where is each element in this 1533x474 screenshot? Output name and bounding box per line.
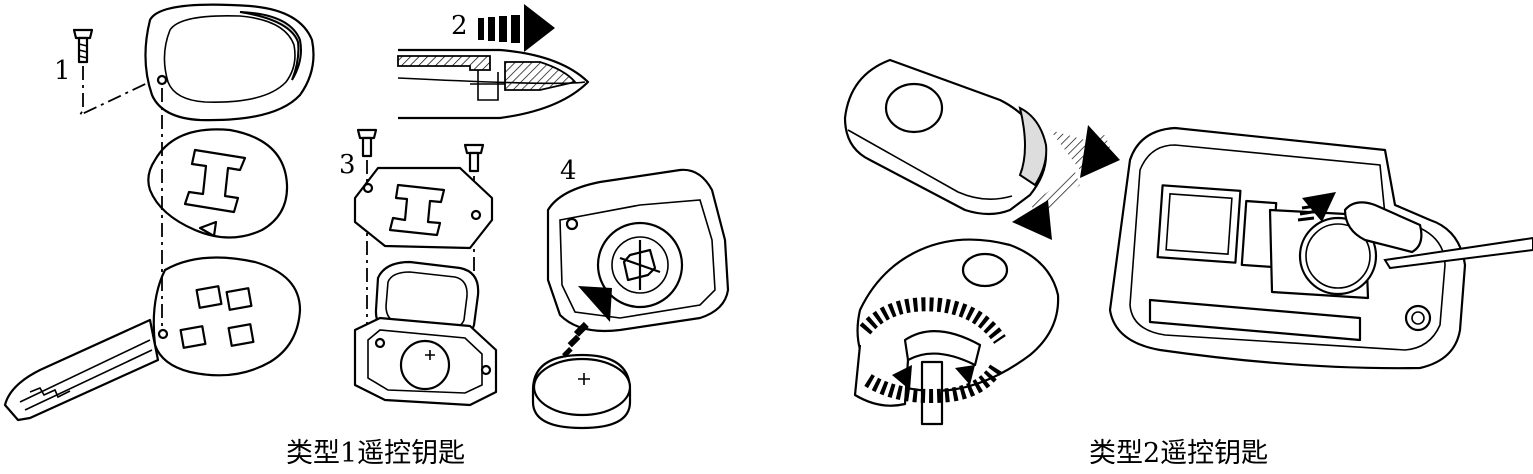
caption-type1: 类型1遥控钥匙: [286, 438, 466, 469]
step-label-3: 3: [339, 150, 356, 180]
type1-step2-section: [397, 4, 590, 120]
screw-3a: [356, 128, 378, 158]
type2-key-open: [843, 58, 1533, 426]
arrow-4: [562, 286, 612, 358]
coin-battery: [531, 353, 632, 430]
caption-type2: 类型2遥控钥匙: [1089, 438, 1269, 469]
step-label-1: 1: [54, 56, 71, 86]
screw-1: [72, 28, 94, 64]
screw-1-guide: [77, 66, 159, 118]
type1-step3: [353, 128, 498, 407]
arrow-2: [478, 4, 555, 52]
rubber-keypad: [147, 128, 289, 239]
type2-top-shell: [843, 58, 1048, 216]
top-shell: [144, 3, 315, 122]
battery-release-tab: [1343, 201, 1423, 254]
step-label-2: 2: [451, 11, 468, 41]
step-label-4: 4: [560, 156, 577, 186]
type1-step4: [531, 168, 730, 430]
type1-key-exploded: [3, 3, 315, 422]
key-body: [3, 256, 302, 422]
screwdriver: [903, 330, 982, 426]
screw-3b: [463, 143, 485, 173]
separation-arrows: [1012, 125, 1120, 240]
